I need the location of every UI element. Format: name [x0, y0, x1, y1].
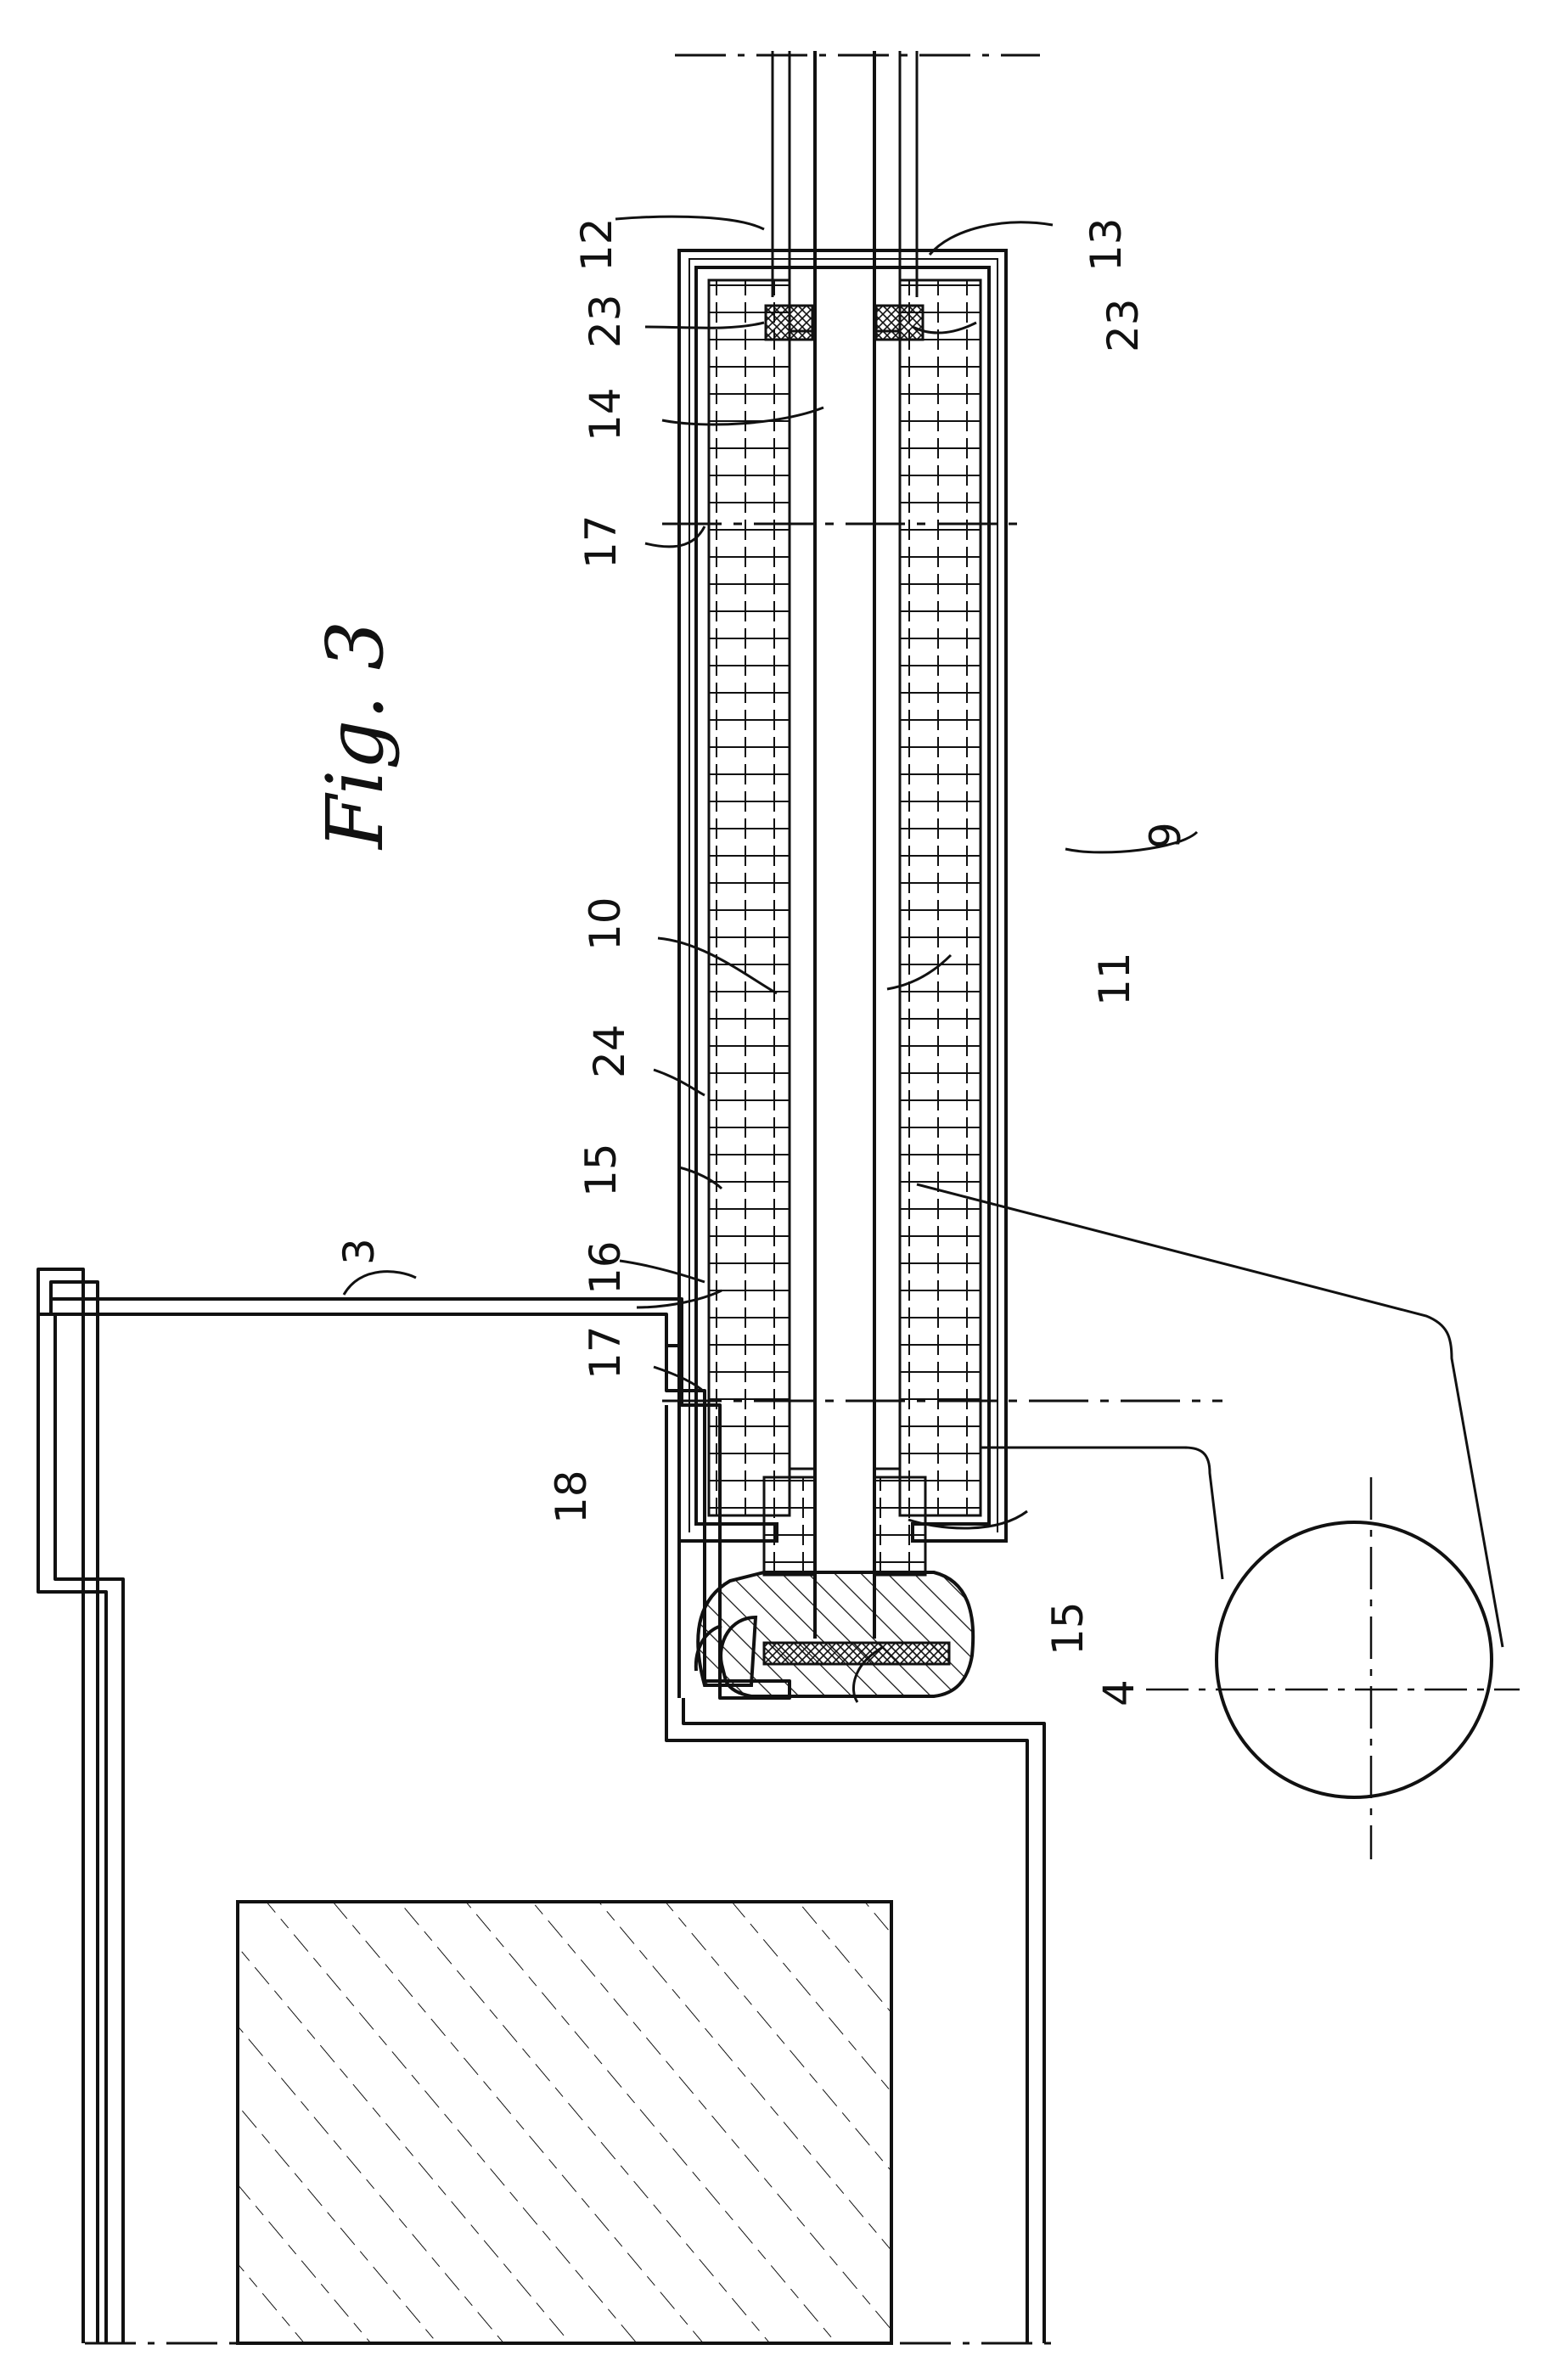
ref-23-right: 23 — [1099, 298, 1148, 352]
ref-11: 11 — [1090, 952, 1139, 1006]
ref-15-upper: 15 — [576, 1143, 626, 1197]
ref-4: 4 — [1094, 1679, 1144, 1706]
ref-13: 13 — [1082, 217, 1131, 272]
ref-16: 16 — [581, 1240, 630, 1295]
figure-caption: Fig. 3 — [310, 621, 401, 851]
ref-23-left: 23 — [581, 294, 630, 348]
hatched-core-block — [238, 1902, 891, 2343]
ref-17-upper: 17 — [576, 514, 626, 569]
ref-3: 3 — [334, 1238, 384, 1265]
seal-profile-4 — [696, 1572, 973, 1696]
ref-15-lower: 15 — [1043, 1601, 1093, 1656]
ref-12: 12 — [572, 217, 621, 272]
ref-17-lower: 17 — [581, 1325, 630, 1380]
ref-18: 18 — [547, 1470, 596, 1524]
ref-9: 9 — [1141, 822, 1190, 849]
ref-14: 14 — [581, 387, 630, 441]
ref-24: 24 — [585, 1024, 634, 1078]
ref-10: 10 — [581, 897, 630, 951]
